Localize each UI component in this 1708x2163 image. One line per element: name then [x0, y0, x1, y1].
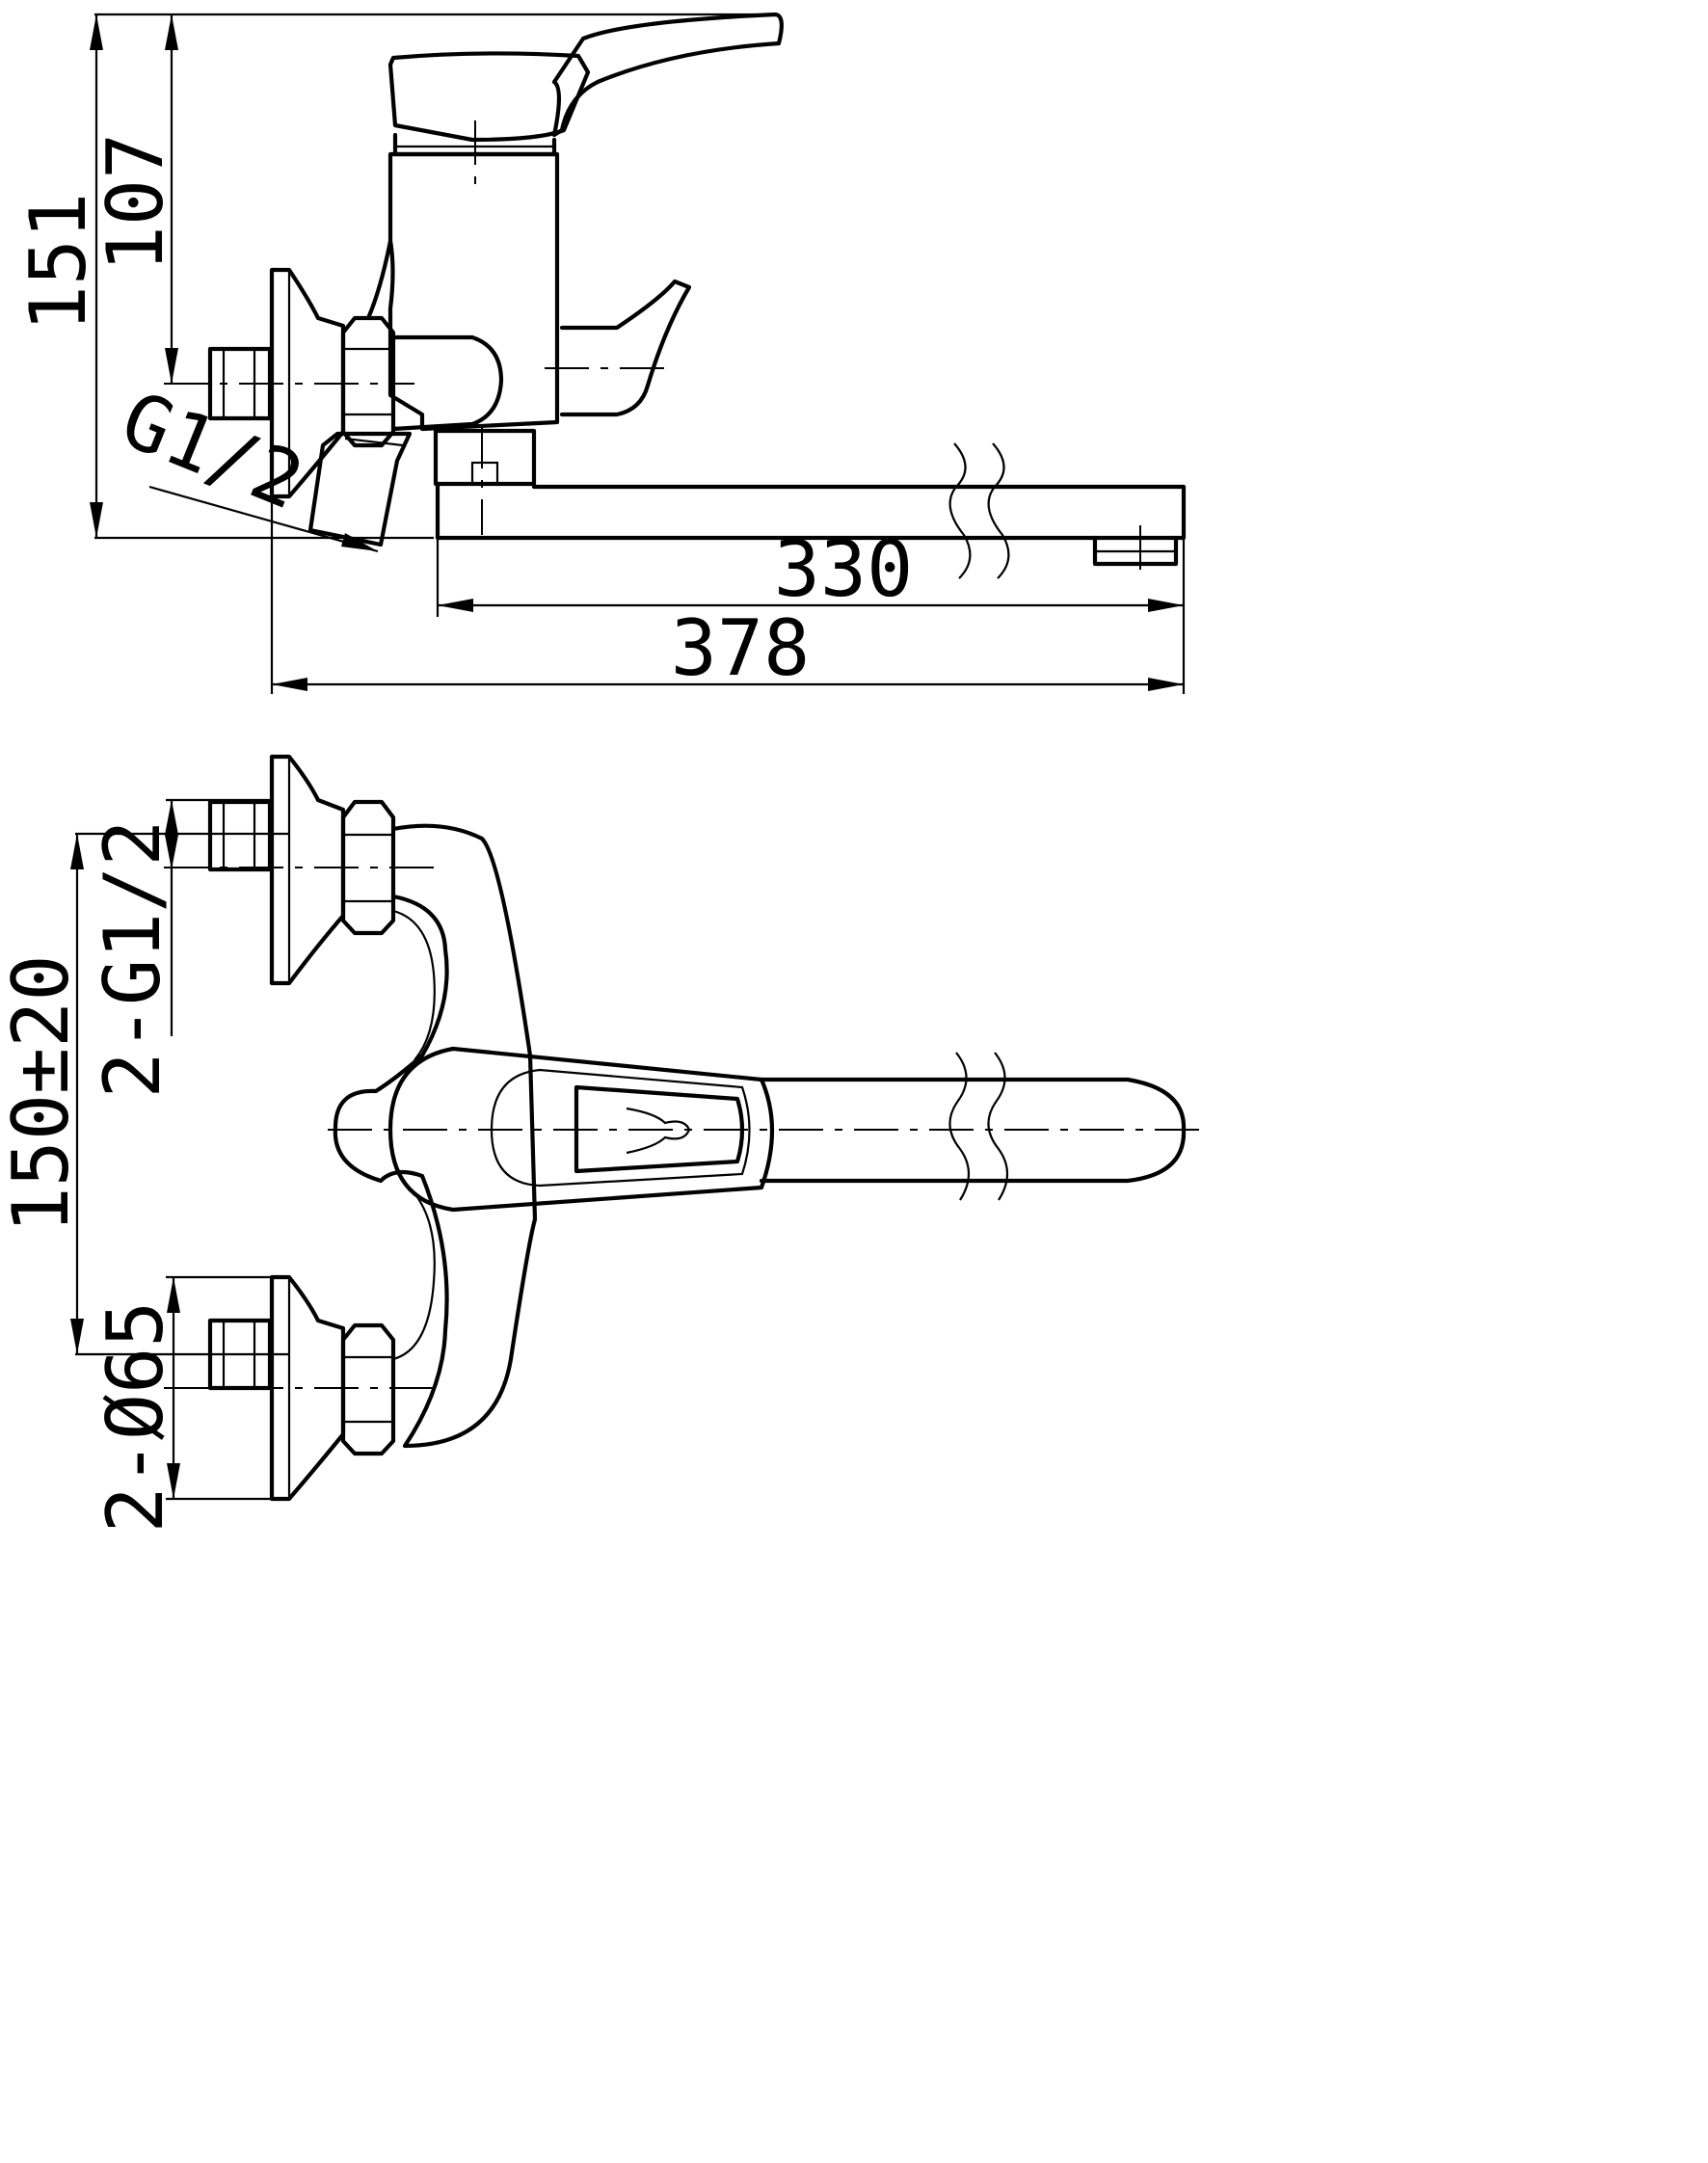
dim-total-height: 151	[13, 193, 103, 333]
dim-center-distance: 150±20	[0, 955, 86, 1234]
dim-total-length: 378	[671, 603, 811, 693]
break-mark	[987, 1052, 1009, 1201]
hex-nut-upper	[340, 799, 396, 936]
mixer-body	[387, 151, 560, 432]
break-mark	[948, 442, 972, 579]
handle-top	[387, 1046, 775, 1213]
angled-valve	[307, 431, 413, 547]
swivel-block	[433, 428, 537, 487]
dim-flange-diameter: 2-Ø65	[91, 1301, 180, 1534]
handle-head	[387, 51, 591, 143]
top-view: 150±20 2-G1/2 2-Ø65	[0, 754, 1200, 1534]
diverter-lever	[559, 279, 692, 417]
dim-spout-length: 330	[774, 524, 914, 614]
break-mark	[987, 442, 1010, 579]
eccentric-connector	[390, 334, 504, 432]
break-mark	[948, 1052, 971, 1201]
dim-inlet-height: 107	[91, 133, 180, 273]
hex-nut	[340, 315, 396, 448]
mixer-body-top	[333, 823, 538, 1449]
threaded-inlet-upper	[207, 799, 273, 872]
side-view: 151 107 G1/2 330 378	[13, 12, 1187, 694]
wall-flange-upper	[269, 754, 346, 986]
dim-inlet-threads: 2-G1/2	[88, 820, 177, 1099]
hex-nut-lower	[340, 1322, 396, 1456]
